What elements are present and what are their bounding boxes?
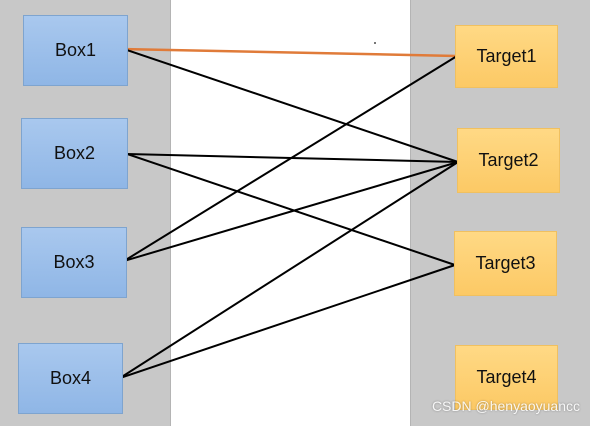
- target3-node[interactable]: Target3: [454, 231, 557, 296]
- target2-node[interactable]: Target2: [457, 128, 560, 193]
- target1-node[interactable]: Target1: [455, 25, 558, 88]
- box3-node[interactable]: Box3: [21, 227, 127, 298]
- box2-node[interactable]: Box2: [21, 118, 128, 189]
- box1-node[interactable]: Box1: [23, 15, 128, 86]
- target4-node[interactable]: Target4: [455, 345, 558, 410]
- middle-panel: [171, 0, 410, 426]
- stray-dot: [374, 42, 376, 44]
- watermark-text: CSDN @henyaoyuancc: [431, 398, 580, 414]
- box4-node[interactable]: Box4: [18, 343, 123, 414]
